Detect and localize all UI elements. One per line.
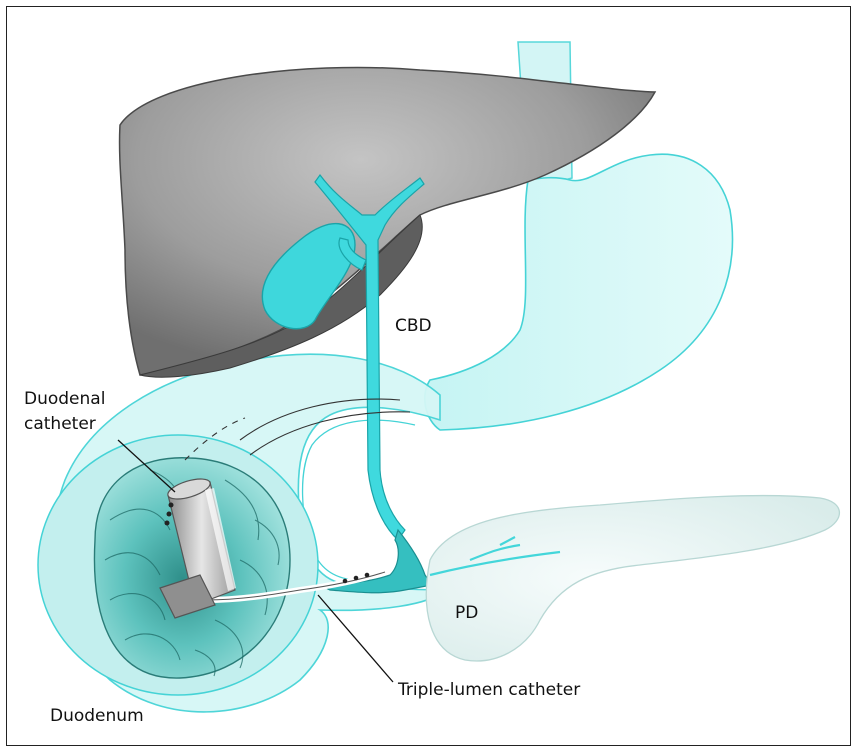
label-duodenal-catheter-line2: catheter xyxy=(24,414,96,434)
label-pd: PD xyxy=(455,603,478,623)
label-cbd: CBD xyxy=(395,316,432,336)
label-duodenal-catheter-line1: Duodenal xyxy=(24,389,105,409)
pancreas xyxy=(426,496,839,661)
label-triple-lumen-catheter: Triple-lumen catheter xyxy=(398,680,580,700)
label-duodenum: Duodenum xyxy=(50,706,144,726)
